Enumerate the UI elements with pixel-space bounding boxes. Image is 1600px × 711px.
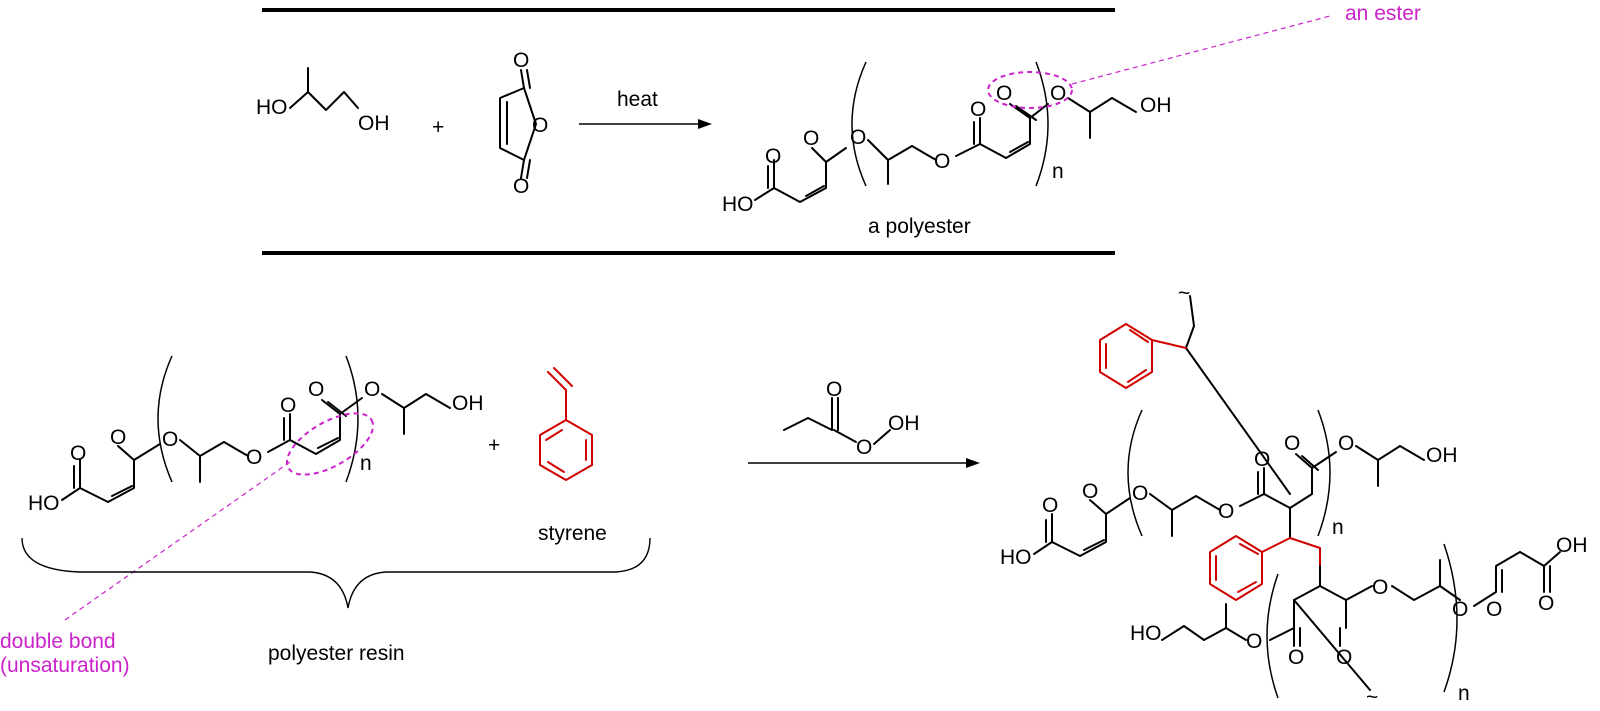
diol-ho-label: HO [256, 96, 288, 119]
resin-label: polyester resin [268, 642, 405, 665]
resin-left-paren [157, 355, 173, 483]
ester-annotation: an ester [1345, 2, 1421, 25]
right-paren-1 [1035, 61, 1049, 187]
resin-oh: OH [452, 392, 484, 415]
resin-polyester: HO O O O O O O n O OH [28, 355, 484, 515]
resin-o-5: O [280, 394, 296, 417]
ester-callout-line [1071, 15, 1331, 85]
double-bond-highlight-ellipse [286, 412, 374, 476]
styrene: styrene [538, 367, 607, 545]
prod-oh-right: OH [1556, 534, 1588, 557]
resin-brace [21, 537, 651, 609]
reaction-arrow-1-head [698, 119, 712, 129]
plus-sign-2: + [488, 434, 500, 457]
wavy-end-top: ~ [1178, 282, 1190, 305]
prod-o-e: O [1254, 448, 1270, 471]
prod-right-paren-2 [1443, 543, 1458, 693]
crosslinked-product: HO O O O O O O n O OH ~ [1000, 282, 1588, 709]
left-paren-1 [851, 61, 867, 187]
end-oh: OH [1140, 94, 1172, 117]
peracid-oh: OH [888, 412, 920, 435]
anhydride-o-top: O [513, 49, 529, 72]
wavy-end-bottom: ~ [1366, 686, 1378, 709]
prod-o-h: O [1246, 630, 1262, 653]
prod-right-paren-1 [1317, 409, 1331, 537]
prod-o-k: O [1452, 598, 1468, 621]
polyester-product: HO O O O O O O n O OH a polyester [722, 61, 1172, 238]
prod-o-d: O [1218, 500, 1234, 523]
acid-o: O [765, 145, 781, 168]
peracid-o-carbonyl: O [826, 378, 842, 401]
repeat-n-1: n [1052, 160, 1064, 183]
prod-o-g: O [1288, 646, 1304, 669]
carbonyl-o-4: O [970, 98, 986, 121]
ester-o-3: O [934, 150, 950, 173]
prod-left-paren-1 [1127, 409, 1143, 537]
resin-o-6: O [308, 378, 324, 401]
prod-o-m: O [1538, 592, 1554, 615]
resin-o-2: O [110, 426, 126, 449]
anhydride-o-bottom: O [513, 175, 529, 198]
anhydride-o-ring: O [532, 114, 548, 137]
prod-left-paren-2 [1266, 573, 1279, 699]
propylene-glycol: HO OH [256, 67, 390, 135]
prod-o-l: O [1486, 598, 1502, 621]
double-bond-callout-line [61, 461, 291, 623]
prod-o-j: O [1372, 576, 1388, 599]
prod-o-a: O [1042, 494, 1058, 517]
resin-o-3: O [162, 428, 178, 451]
prod-oh-top: OH [1426, 444, 1458, 467]
diol-oh-label: OH [358, 112, 390, 135]
resin-right-paren [345, 355, 359, 483]
double-bond-annotation-line2: (unsaturation) [0, 654, 130, 677]
prod-o-c: O [1132, 482, 1148, 505]
carbonyl-o-1: O [803, 127, 819, 150]
prod-o-f: O [1284, 432, 1300, 455]
ester-o-end: O [1050, 82, 1066, 105]
prod-repeat-n-2: n [1458, 682, 1470, 705]
reagent-heat: heat [617, 88, 658, 111]
prod-o-b: O [1082, 480, 1098, 503]
polyester-label: a polyester [868, 215, 971, 238]
resin-o-7: O [364, 378, 380, 401]
styrene-label: styrene [538, 522, 607, 545]
plus-sign-1: + [432, 116, 444, 139]
peracid-o-peroxy: O [856, 436, 872, 459]
prod-ho-left: HO [1000, 546, 1032, 569]
prod-o-end-top: O [1338, 432, 1354, 455]
reaction-arrow-2-head [966, 458, 980, 468]
ester-o-2: O [850, 126, 866, 149]
prod-ho-bottom: HO [1130, 622, 1162, 645]
carbonyl-o-5: O [996, 82, 1012, 105]
resin-o-4: O [246, 446, 262, 469]
ester-highlight-ellipse [987, 71, 1073, 109]
prod-repeat-n-1: n [1332, 516, 1344, 539]
acid-ho: HO [722, 193, 754, 216]
resin-repeat-n: n [360, 452, 372, 475]
resin-ho: HO [28, 492, 60, 515]
resin-o-1: O [70, 442, 86, 465]
double-bond-annotation-line1: double bond [0, 630, 116, 653]
peroxy-acid-reagent: O O OH [783, 378, 920, 459]
maleic-anhydride: O O O [499, 49, 548, 198]
